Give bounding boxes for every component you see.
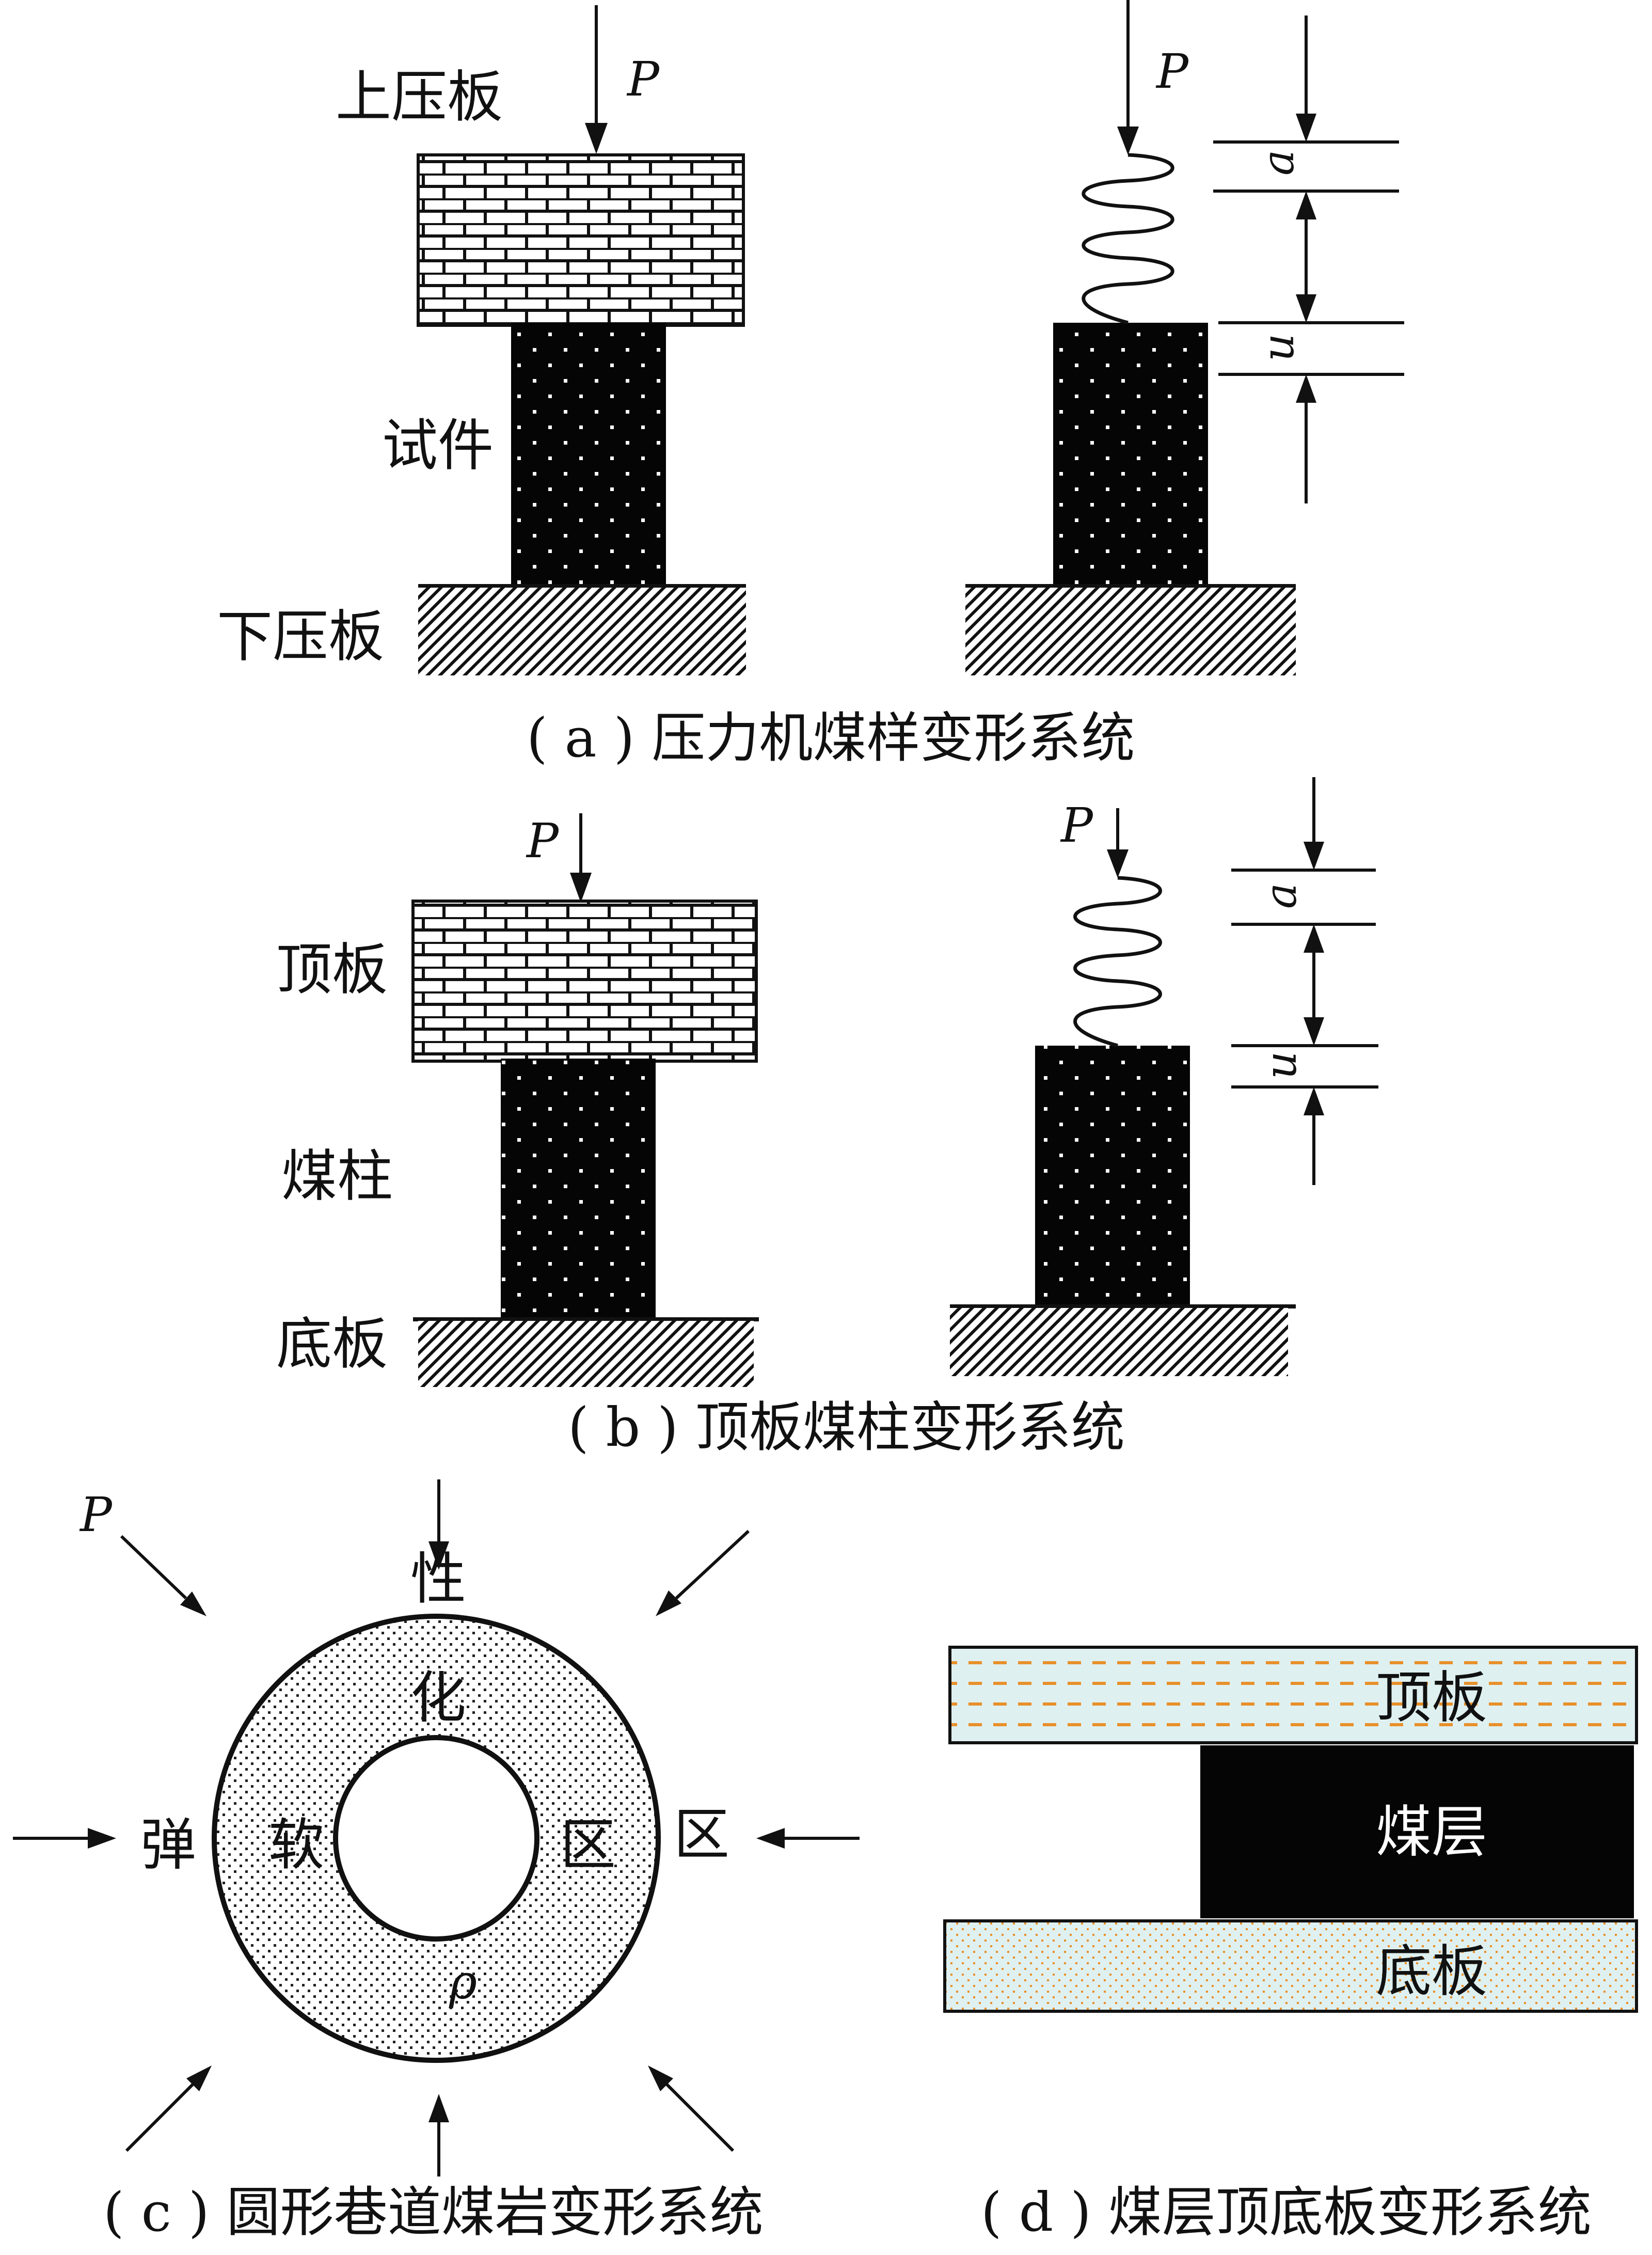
load-label: P bbox=[79, 1487, 113, 1542]
top-plate-label: 上压板 bbox=[336, 65, 503, 130]
specimen-label: 试件 bbox=[382, 414, 494, 478]
dim-u-label: u bbox=[1253, 334, 1304, 361]
coal-pillar-model-block bbox=[1035, 1046, 1190, 1306]
coal-seam-layer bbox=[1200, 1745, 1634, 1918]
dimension-arrows bbox=[1304, 842, 1324, 1115]
spring-icon bbox=[1073, 808, 1162, 1048]
floor-label: 底板 bbox=[276, 1312, 388, 1377]
dimension-lines bbox=[1213, 15, 1404, 503]
load-label: P bbox=[626, 52, 660, 107]
caption-c: ( c ) 圆形巷道煤岩变形系统 bbox=[103, 2181, 764, 2244]
panel-b: P 顶板 煤柱 底板 P a u ( b ) 顶板煤柱 bbox=[276, 777, 1378, 1459]
load-arrow bbox=[585, 5, 608, 154]
floor-label: 底板 bbox=[1376, 1939, 1487, 2004]
panel-c: P 性 化 弹 软 区 区 ρ ( c ) 圆形巷道煤岩变形系统 bbox=[13, 1479, 860, 2244]
radial-load-arrows bbox=[13, 1479, 860, 2177]
ring-char-5: 区 bbox=[560, 1813, 616, 1878]
top-plate-block bbox=[417, 153, 745, 327]
dim-a-label: a bbox=[1253, 150, 1304, 176]
bottom-plate-label: 下压板 bbox=[217, 605, 384, 669]
spring-icon bbox=[1082, 0, 1174, 325]
ring-char-6: 区 bbox=[674, 1803, 729, 1867]
ring-char-4: 软 bbox=[268, 1813, 324, 1878]
coal-seam-label: 煤层 bbox=[1376, 1800, 1487, 1865]
load-label: P bbox=[526, 813, 560, 869]
specimen-model-block bbox=[1053, 323, 1208, 586]
roof-block bbox=[411, 900, 758, 1063]
dimension-lines bbox=[1231, 777, 1378, 1185]
dim-a-label: a bbox=[1256, 883, 1306, 909]
caption-a: ( a ) 压力机煤样变形系统 bbox=[527, 706, 1135, 769]
dimension-arrows bbox=[1296, 114, 1316, 403]
spring-load-label: P bbox=[1060, 798, 1094, 853]
roof-label: 顶板 bbox=[1376, 1666, 1487, 1730]
specimen-block bbox=[511, 323, 666, 586]
panel-d: 顶板 煤层 底板 ( d ) 煤层顶底板变形系统 bbox=[943, 1646, 1638, 2244]
bottom-plate-block bbox=[418, 588, 746, 675]
roof-layer bbox=[948, 1646, 1638, 1744]
spring-load-label: P bbox=[1155, 44, 1189, 99]
caption-d: ( d ) 煤层顶底板变形系统 bbox=[981, 2181, 1592, 2244]
tunnel-opening bbox=[333, 1735, 539, 1942]
floor-block bbox=[418, 1321, 754, 1387]
roof-label: 顶板 bbox=[276, 938, 388, 1002]
dim-u-label: u bbox=[1256, 1051, 1306, 1079]
ring-char-1: 性 bbox=[410, 1547, 466, 1612]
ground-block bbox=[950, 1308, 1288, 1376]
ring-char-3: 弹 bbox=[140, 1813, 196, 1878]
floor-layer bbox=[943, 1919, 1638, 2013]
coal-pillar-block bbox=[501, 1059, 656, 1319]
caption-b: ( b ) 顶板煤柱变形系统 bbox=[568, 1396, 1125, 1459]
ring-char-2: 化 bbox=[410, 1666, 466, 1730]
ground-block bbox=[965, 588, 1296, 675]
rho-label: ρ bbox=[449, 1954, 477, 2010]
panel-a: P 上压板 试件 下压板 P a u ( a bbox=[217, 0, 1404, 769]
load-arrow bbox=[570, 813, 592, 903]
coal-pillar-label: 煤柱 bbox=[281, 1144, 393, 1209]
